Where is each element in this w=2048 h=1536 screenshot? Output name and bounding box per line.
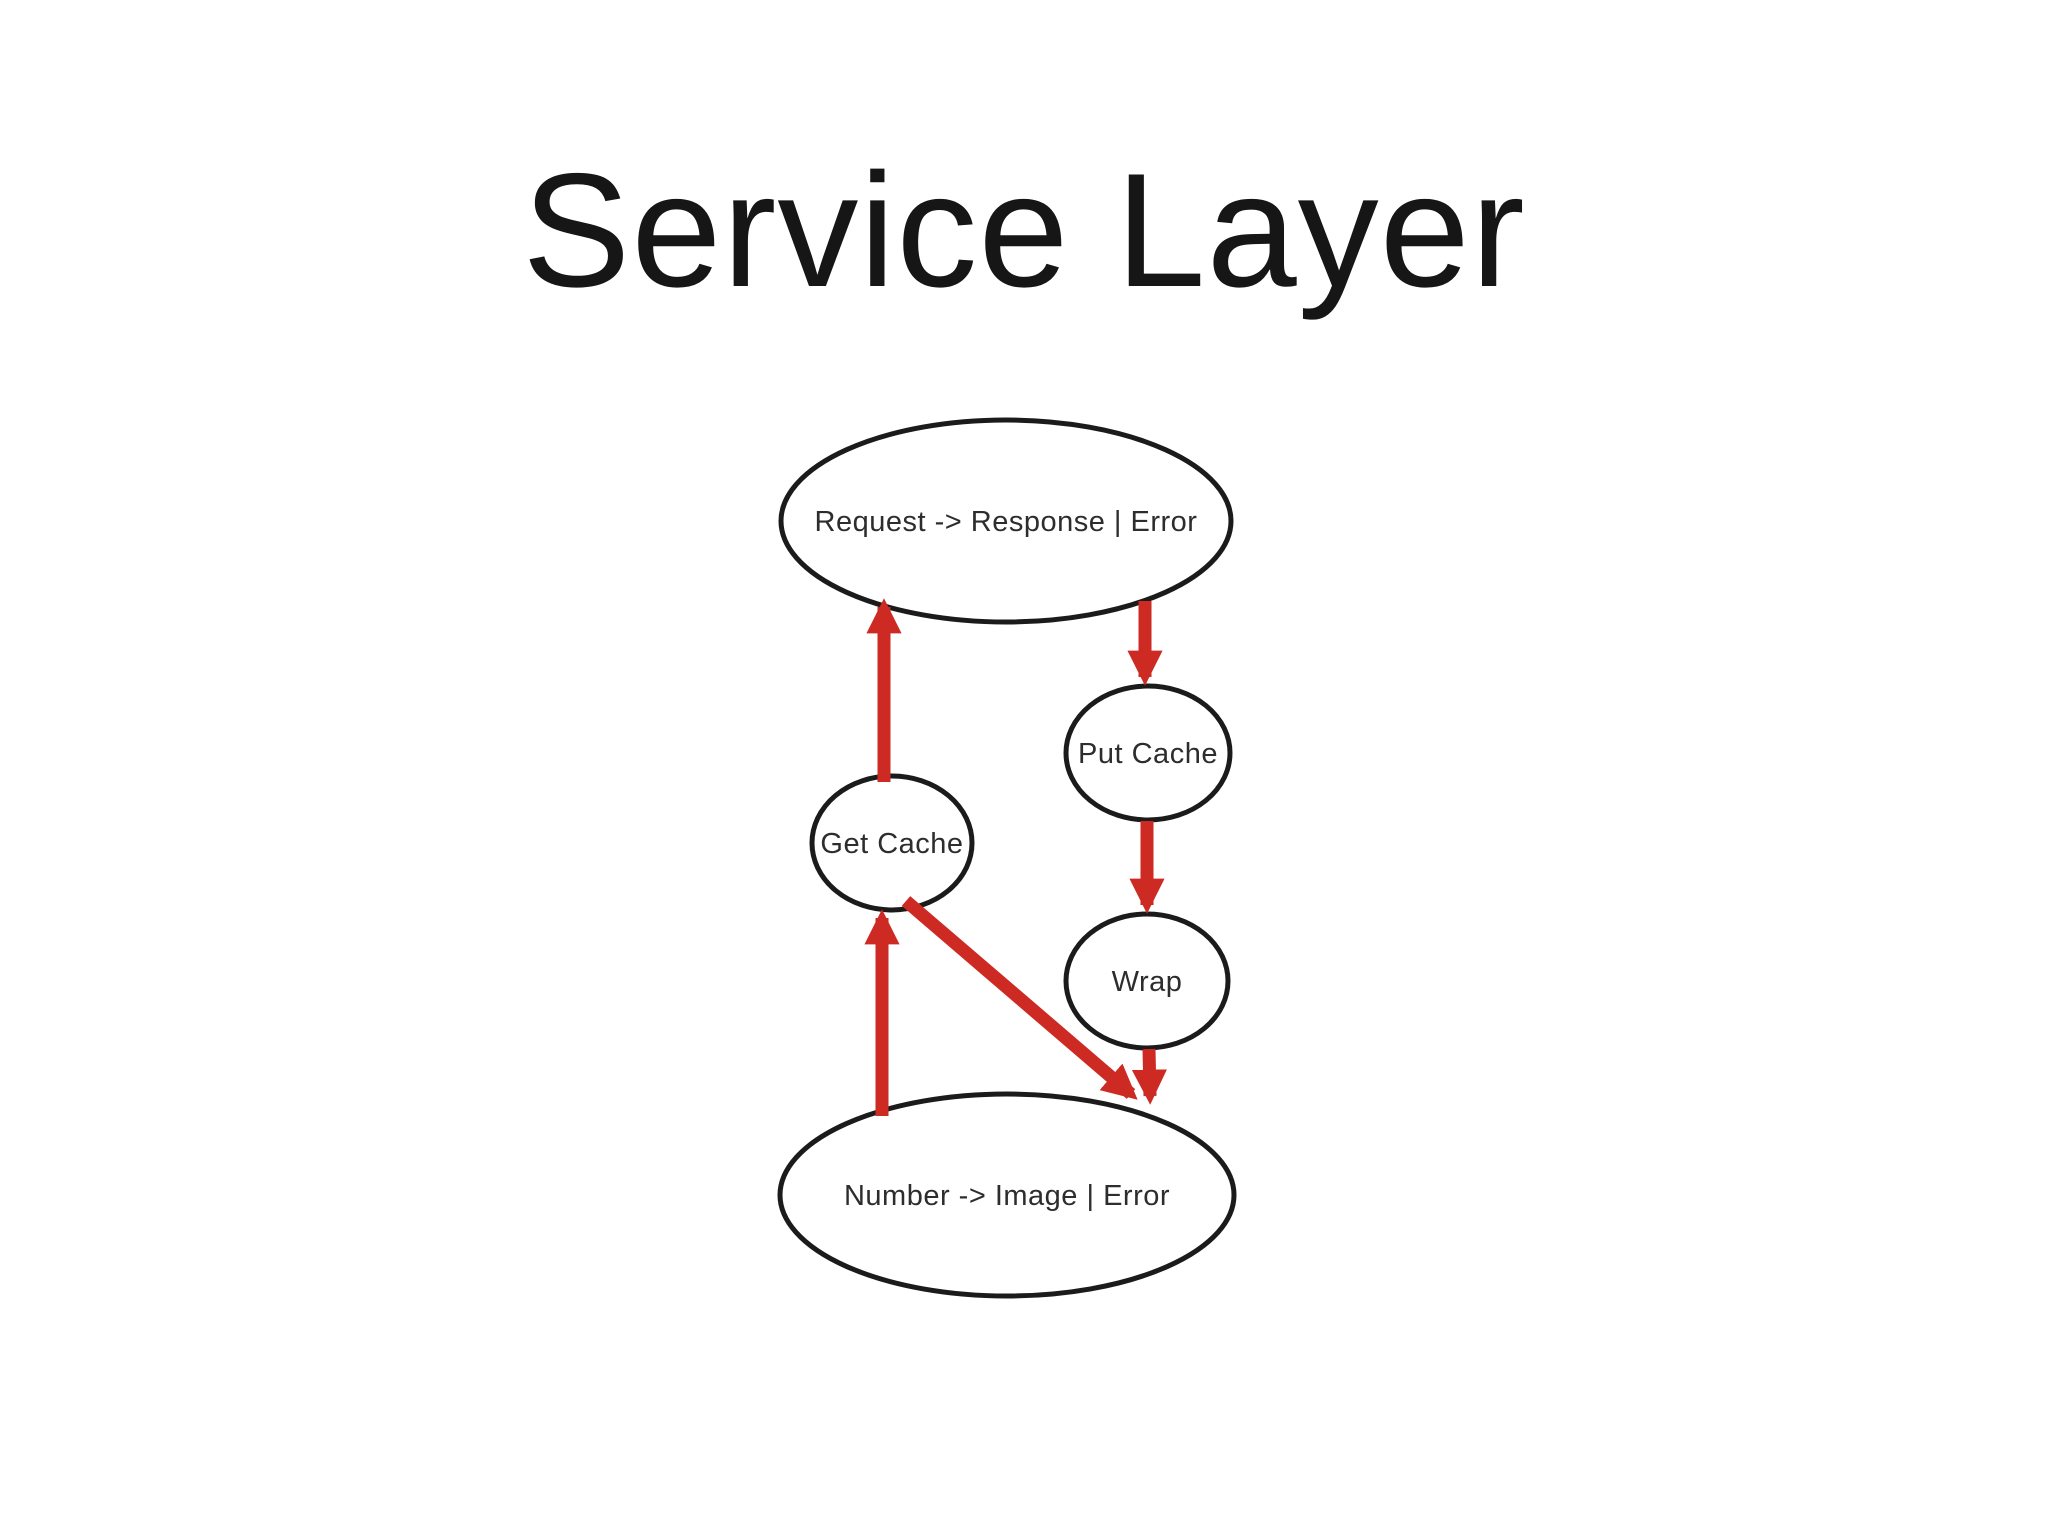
node-put-cache-shape	[1063, 683, 1233, 823]
node-get-cache-label: Get Cache	[820, 828, 963, 860]
node-number-image-shape	[777, 1091, 1237, 1299]
node-wrap-shape	[1063, 911, 1231, 1051]
node-number-image-label: Number -> Image | Error	[844, 1180, 1170, 1212]
node-number-image: Number -> Image | Error	[777, 1091, 1237, 1299]
node-get-cache: Get Cache	[809, 773, 975, 913]
edge-get-cache-to-number	[901, 896, 1138, 1100]
node-put-cache-label: Put Cache	[1078, 738, 1218, 770]
node-request-response: Request -> Response | Error	[778, 417, 1234, 625]
node-request-response-label: Request -> Response | Error	[815, 506, 1198, 538]
edge-wrap-to-number	[1131, 1048, 1167, 1105]
node-put-cache: Put Cache	[1063, 683, 1233, 823]
node-wrap-label: Wrap	[1112, 966, 1183, 998]
node-wrap: Wrap	[1063, 911, 1231, 1051]
slide-title: Service Layer	[522, 140, 1526, 321]
node-request-response-shape	[778, 417, 1234, 625]
